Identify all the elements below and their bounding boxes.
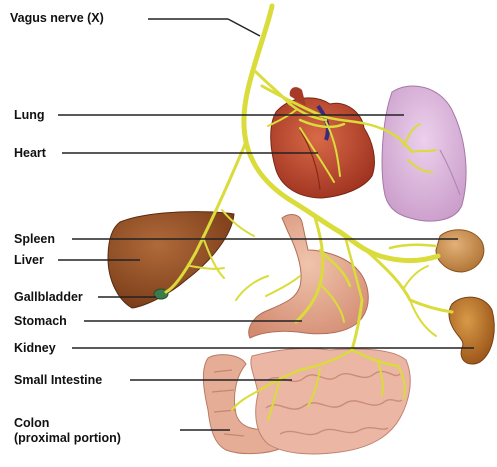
label-colon: Colon [14,416,49,430]
label-lung: Lung [14,108,45,122]
label-small-intestine: Small Intestine [14,373,102,387]
label-heart: Heart [14,146,46,160]
leader-line-vagus-diagonal [228,19,260,36]
spleen-organ [436,230,484,272]
label-spleen: Spleen [14,232,55,246]
kidney-organ [449,297,494,364]
label-vagus-nerve: Vagus nerve (X) [10,11,104,25]
lung-organ [382,86,466,221]
label-stomach: Stomach [14,314,67,328]
label-liver: Liver [14,253,44,267]
label-colon-proximal: (proximal portion) [14,431,121,445]
label-gallbladder: Gallbladder [14,290,83,304]
heart-organ [271,87,375,198]
label-kidney: Kidney [14,341,56,355]
